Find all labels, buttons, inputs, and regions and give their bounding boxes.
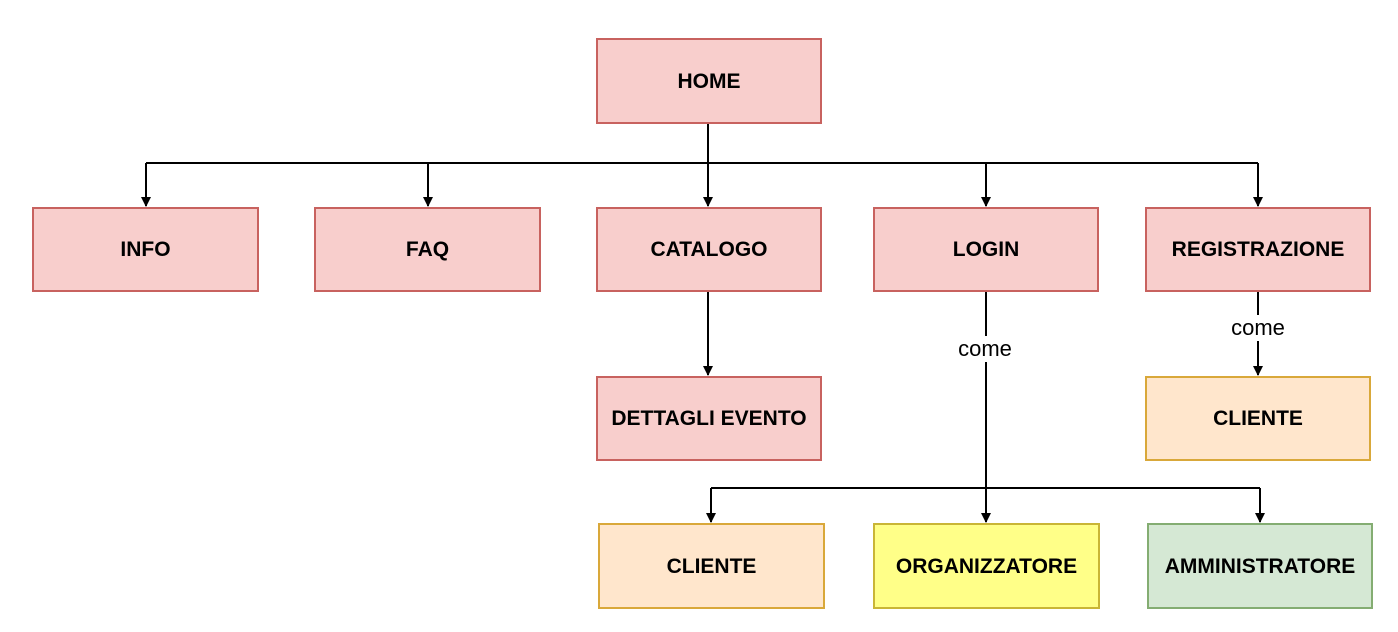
node-registrazione-label: REGISTRAZIONE — [1171, 238, 1345, 261]
node-registrazione: REGISTRAZIONE — [1145, 207, 1371, 292]
node-dettagli-evento: DETTAGLI EVENTO — [596, 376, 822, 461]
node-cliente-registrazione-label: CLIENTE — [1213, 407, 1303, 430]
node-cliente-login: CLIENTE — [598, 523, 825, 609]
node-dettagli-evento-label: DETTAGLI EVENTO — [611, 407, 807, 430]
edge-label-login-come: come — [955, 336, 1015, 362]
node-info: INFO — [32, 207, 259, 292]
node-organizzatore: ORGANIZZATORE — [873, 523, 1100, 609]
node-amministratore: AMMINISTRATORE — [1147, 523, 1373, 609]
node-faq-label: FAQ — [405, 238, 450, 261]
edge-label-registrazione-come: come — [1228, 315, 1288, 341]
node-login-label: LOGIN — [952, 238, 1020, 261]
node-catalogo: CATALOGO — [596, 207, 822, 292]
node-organizzatore-label: ORGANIZZATORE — [895, 554, 1078, 578]
node-info-label: INFO — [120, 238, 171, 261]
node-home-label: HOME — [677, 69, 741, 93]
node-login: LOGIN — [873, 207, 1099, 292]
node-cliente-login-label: CLIENTE — [666, 554, 757, 578]
node-cliente-registrazione: CLIENTE — [1145, 376, 1371, 461]
node-faq: FAQ — [314, 207, 541, 292]
node-amministratore-label: AMMINISTRATORE — [1164, 554, 1356, 578]
node-catalogo-label: CATALOGO — [650, 238, 768, 261]
node-home: HOME — [596, 38, 822, 124]
